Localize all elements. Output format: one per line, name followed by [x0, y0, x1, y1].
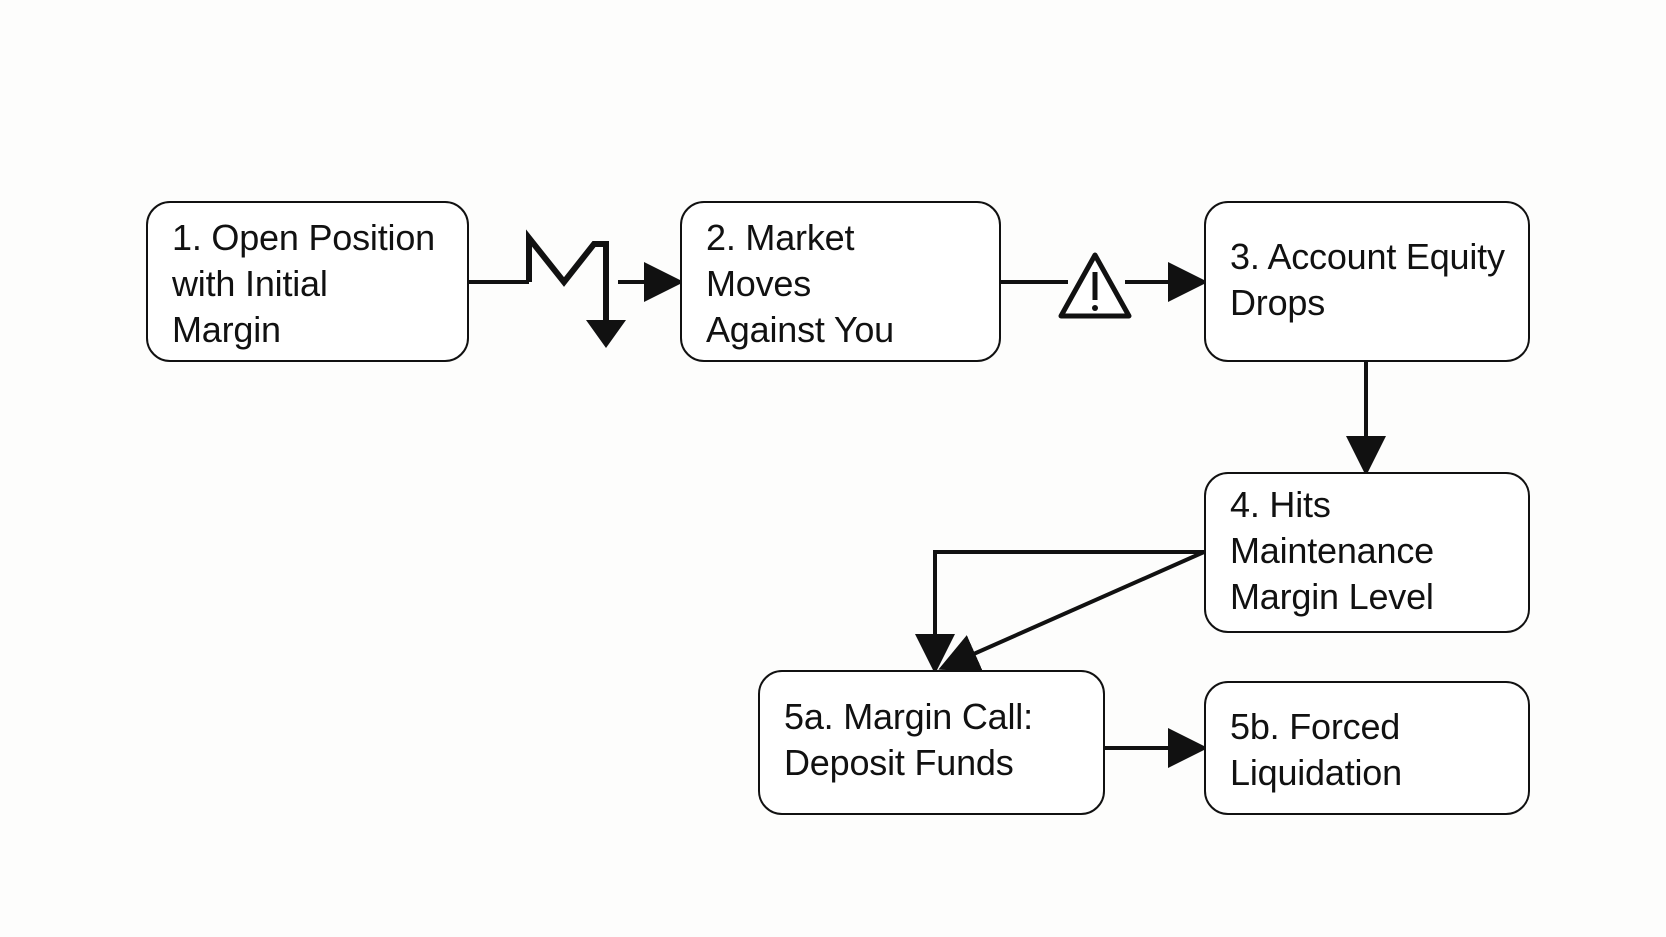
step-3-line-1: 3. Account Equity [1230, 236, 1505, 277]
step-3-box: 3. Account Equity Drops [1204, 201, 1530, 362]
step-4-box: 4. Hits Maintenance Margin Level [1204, 472, 1530, 633]
step-5b-label: 5b. Forced Liquidation [1230, 704, 1402, 796]
step-4-line-3: Margin Level [1230, 576, 1434, 617]
step-1-label: 1. Open Position with Initial Margin [172, 215, 435, 353]
step-4-line-1: 4. Hits [1230, 484, 1331, 525]
step-5a-line-1: 5a. Margin Call: [784, 696, 1033, 737]
step-1-line-3: Margin [172, 309, 281, 350]
step-5b-box: 5b. Forced Liquidation [1204, 681, 1530, 815]
step-5a-line-2: Deposit Funds [784, 742, 1014, 783]
step-2-line-2: Moves [706, 263, 812, 304]
step-5a-box: 5a. Margin Call: Deposit Funds [758, 670, 1105, 815]
step-2-line-3: Against You [706, 309, 894, 350]
connector-step4-to-step5a-diagonal [938, 550, 1205, 672]
step-3-line-2: Drops [1230, 282, 1326, 323]
step-2-box: 2. Market Moves Against You [680, 201, 1001, 362]
warning-triangle-icon [1058, 252, 1132, 319]
step-1-box: 1. Open Position with Initial Margin [146, 201, 469, 362]
connector-step4-to-step5a-elbow [915, 550, 1204, 674]
step-4-label: 4. Hits Maintenance Margin Level [1230, 482, 1434, 620]
zigzag-down-arrow-icon [526, 229, 626, 348]
step-2-line-1: 2. Market [706, 217, 855, 258]
step-5b-line-1: 5b. Forced [1230, 706, 1401, 747]
step-3-label: 3. Account Equity Drops [1230, 234, 1505, 326]
step-4-line-2: Maintenance [1230, 530, 1434, 571]
step-1-line-1: 1. Open Position [172, 217, 435, 258]
step-5b-line-2: Liquidation [1230, 752, 1402, 793]
step-1-line-2: with Initial [172, 263, 328, 304]
step-2-label: 2. Market Moves Against You [706, 215, 894, 353]
step-5a-label: 5a. Margin Call: Deposit Funds [784, 694, 1033, 786]
